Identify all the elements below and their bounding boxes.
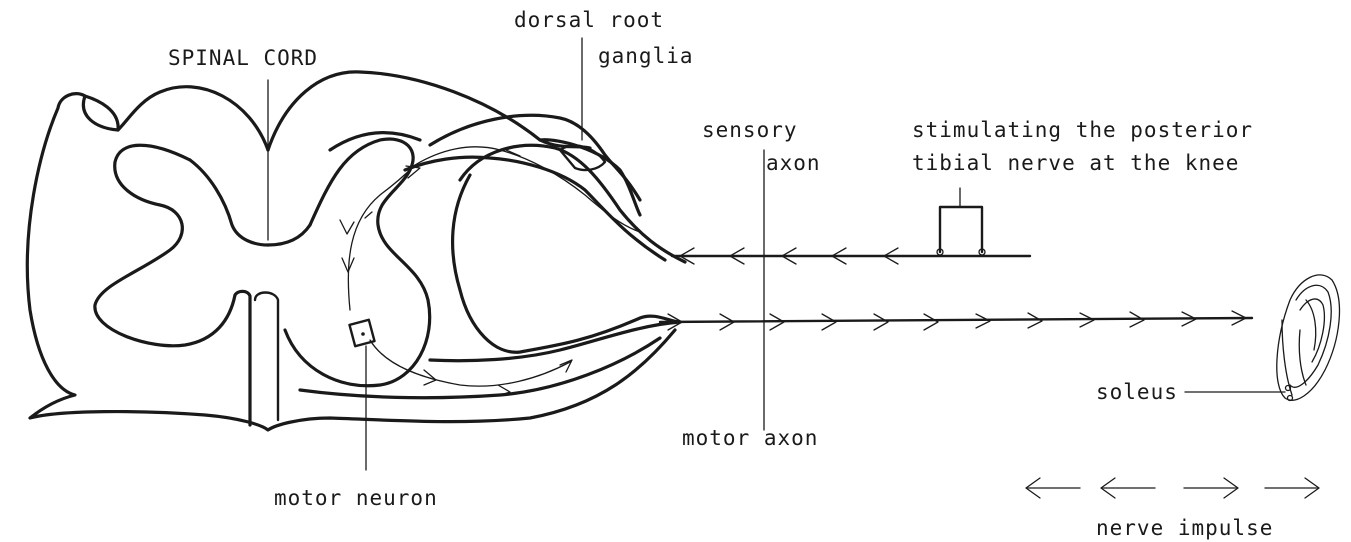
nerve-impulse-label: nerve impulse	[1096, 518, 1273, 539]
motor-axon-line	[660, 318, 1252, 322]
soleus-muscle	[1277, 275, 1340, 401]
stimulating-electrode	[940, 207, 982, 252]
spinal-cord-label: SPINAL CORD	[168, 48, 318, 69]
grey-matter-left	[95, 145, 250, 425]
stimulating-label-line1: stimulating the posterior	[912, 120, 1253, 141]
grey-matter-right	[285, 139, 430, 386]
soleus-label: soleus	[1096, 382, 1178, 403]
dorsal-root-lower	[460, 145, 685, 262]
nerve-impulse-arrows	[1026, 478, 1319, 498]
sensory-label-line1: sensory	[702, 120, 798, 141]
motor-axon-label: motor axon	[682, 428, 818, 449]
dorsal-root-label-line2: ganglia	[598, 46, 694, 67]
sensory-label-line2: axon	[766, 153, 821, 174]
ventral-root-upper	[430, 322, 680, 361]
motor-neuron-label: motor neuron	[274, 488, 438, 509]
stimulating-label-line2: tibial nerve at the knee	[912, 153, 1239, 174]
dorsal-root-label-line1: dorsal root	[514, 10, 664, 31]
ventral-root-lower	[300, 338, 660, 398]
